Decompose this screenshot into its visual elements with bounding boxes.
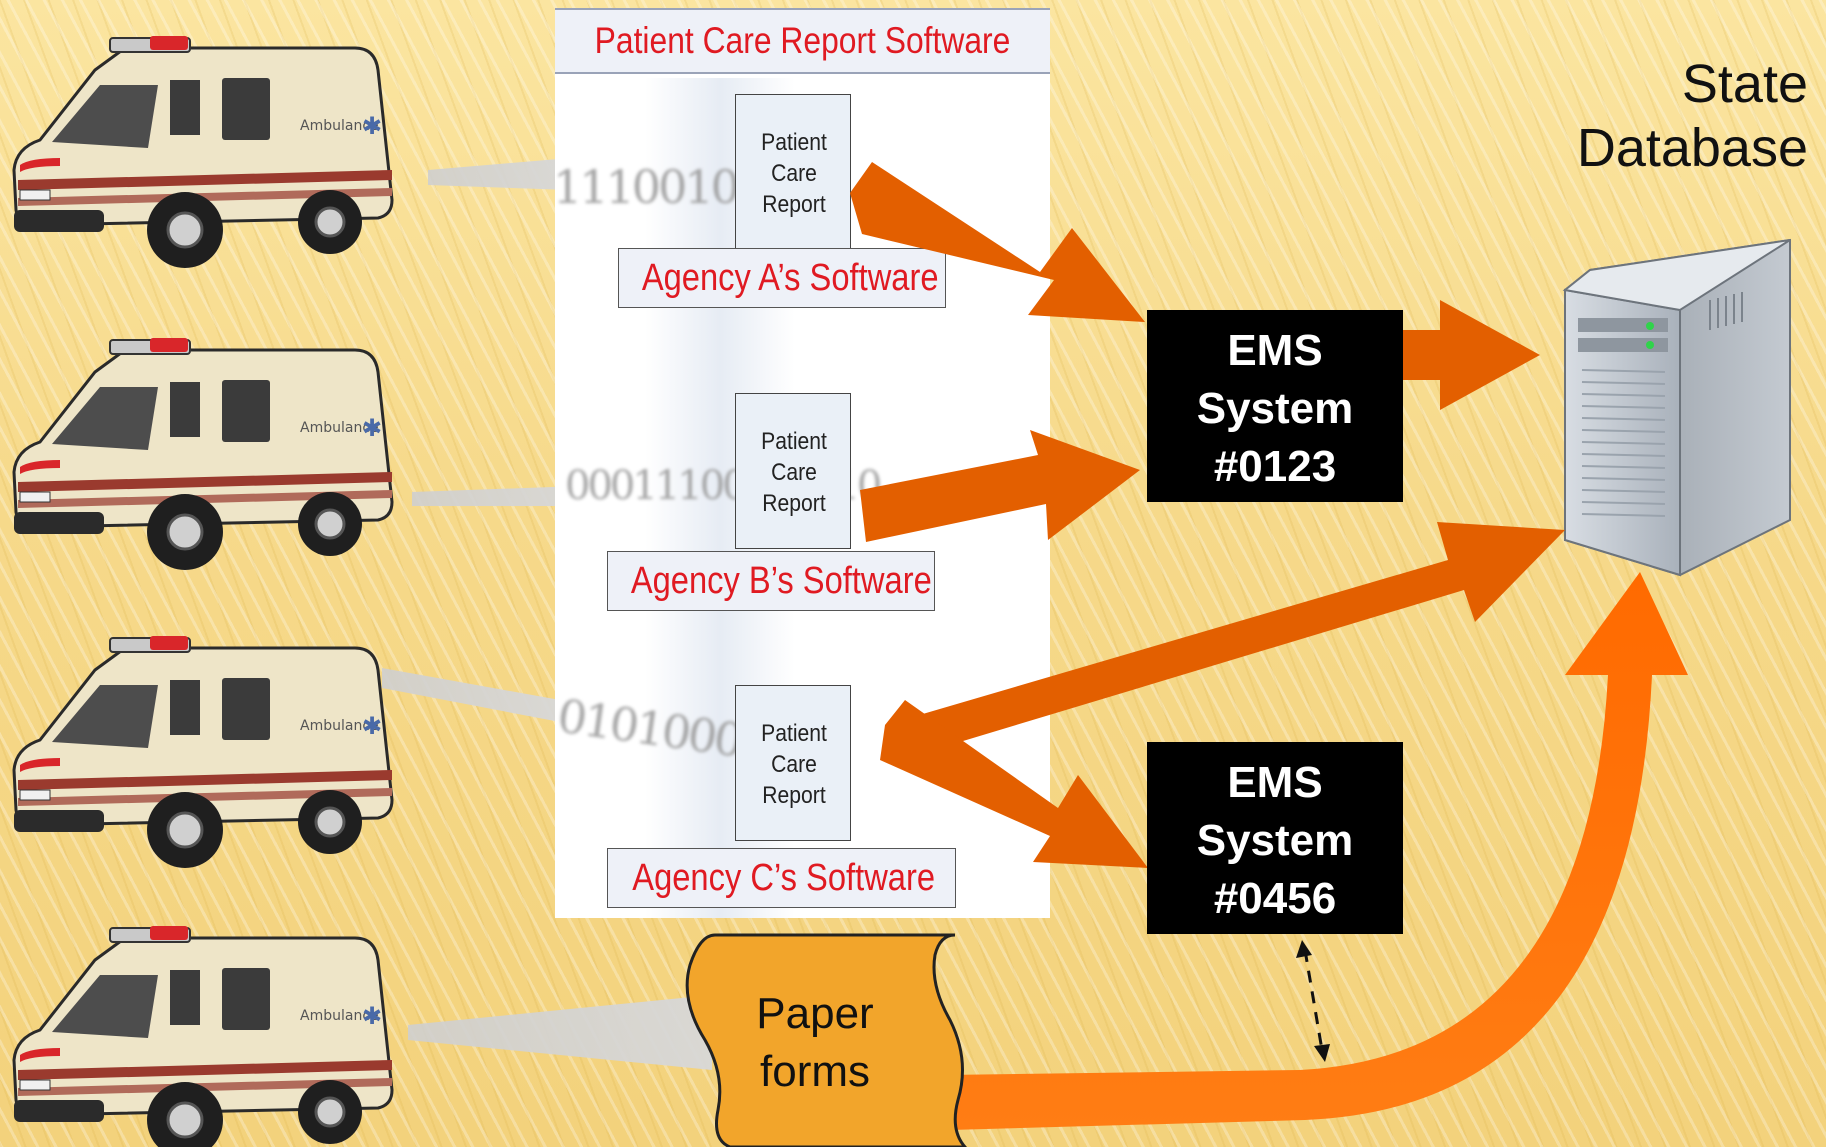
dashed-link-ems-0456 — [1296, 940, 1330, 1062]
software-panel: Patient Care Report Software 11100101010… — [553, 8, 1050, 918]
arrow-paper-to-server — [945, 572, 1688, 1130]
ems-system-0123-line1: EMS — [1227, 326, 1323, 375]
agency-a-label: Agency A’s Software — [641, 257, 939, 299]
agency-b-label: Agency B’s Software — [630, 560, 932, 602]
agency-b-software: Agency B’s Software — [607, 551, 935, 611]
ems-system-0123-line2: System — [1196, 384, 1354, 433]
ems-system-0456-line2: System — [1196, 816, 1354, 865]
ems-system-0456-line1: EMS — [1227, 758, 1323, 807]
signal-beam-3 — [382, 668, 560, 722]
signal-beam-2 — [412, 486, 580, 506]
paper-forms-line2: forms — [760, 1047, 870, 1096]
agency-c-label: Agency C’s Software — [632, 857, 936, 899]
state-database-line1: State — [1681, 54, 1808, 114]
agency-a-software: Agency A’s Software — [618, 248, 946, 308]
state-database-line2: Database — [1576, 118, 1808, 178]
arrow-agency-a-to-ems-0123 — [850, 162, 1145, 322]
ems-system-0456: EMS System #0456 — [1147, 742, 1403, 934]
arrow-agency-c-to-ems-0456 — [880, 700, 1148, 868]
ems-system-0123-line3: #0123 — [1213, 442, 1337, 491]
server-icon — [1562, 238, 1791, 577]
paper-forms-line1: Paper — [756, 989, 874, 1038]
agency-c-software: Agency C’s Software — [607, 848, 956, 908]
arrow-ems-0123-to-server — [1400, 300, 1540, 410]
panel-title-box: Patient Care Report Software — [555, 8, 1050, 74]
patient-care-report-c-label: Patient Care Report — [761, 720, 827, 809]
signal-beam-4 — [408, 995, 712, 1070]
signal-beam-1 — [428, 158, 570, 190]
patient-care-report-a-label: Patient Care Report — [761, 129, 827, 218]
paper-forms-label: Paper forms — [710, 985, 920, 1101]
patient-care-report-b: Patient Care Report — [735, 393, 851, 549]
patient-care-report-b-label: Patient Care Report — [761, 428, 827, 517]
ems-system-0456-line3: #0456 — [1213, 874, 1337, 923]
arrow-agency-b-to-ems-0123 — [860, 430, 1140, 542]
paper-forms-icon — [685, 933, 967, 1147]
panel-title: Patient Care Report Software — [594, 20, 1011, 61]
patient-care-report-a: Patient Care Report — [735, 94, 851, 250]
arrow-agency-c-to-server — [885, 522, 1565, 760]
ems-system-0123: EMS System #0123 — [1147, 310, 1403, 502]
state-database-label: State Database — [1577, 52, 1808, 180]
patient-care-report-c: Patient Care Report — [735, 685, 851, 841]
